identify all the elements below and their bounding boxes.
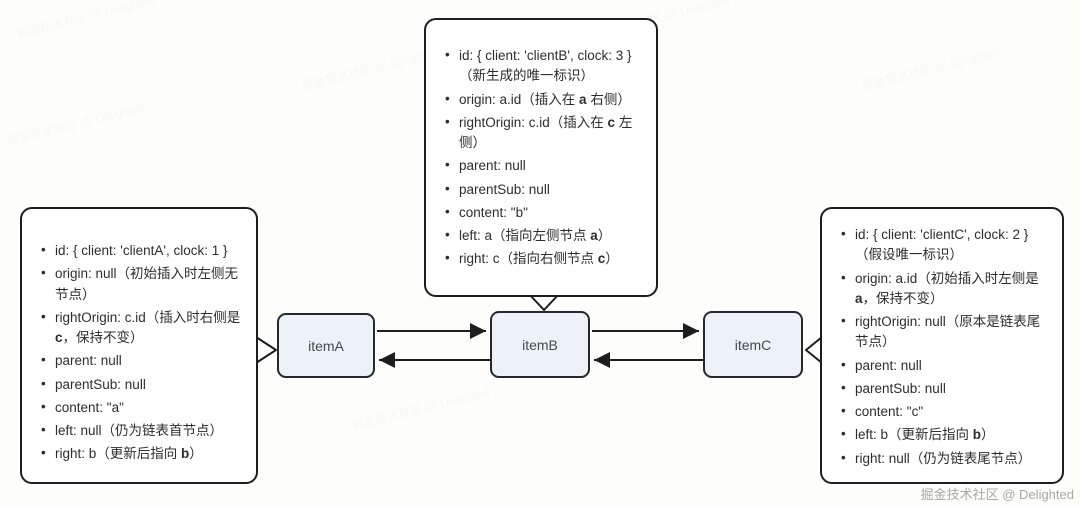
property-item: rightOrigin: c.id（插入在 c 左侧） — [444, 112, 642, 154]
property-item: parentSub: null — [444, 178, 642, 200]
property-item: left: null（仍为链表首节点） — [40, 420, 244, 441]
property-item: content: "c" — [840, 401, 1050, 422]
property-item: right: null（仍为链表尾节点） — [840, 447, 1050, 469]
watermark-faint: 掘金技术社区 @ Delighted — [350, 385, 492, 433]
node-itemB: itemB — [490, 311, 590, 378]
watermark-faint: 掘金技术社区 @ Delighted — [5, 100, 147, 148]
property-item: origin: a.id（插入在 a 右侧） — [444, 88, 642, 110]
node-label: itemB — [522, 336, 558, 353]
property-item: parent: null — [840, 354, 1050, 376]
property-item: parentSub: null — [40, 373, 244, 395]
node-itemA: itemA — [277, 313, 375, 378]
callout-itemA-details: id: { client: 'clientA', clock: 1 }origi… — [20, 207, 258, 484]
property-list: id: { client: 'clientA', clock: 1 }origi… — [40, 240, 244, 465]
property-list: id: { client: 'clientB', clock: 3 }（新生成的… — [444, 45, 642, 270]
property-item: parent: null — [40, 350, 244, 371]
property-list: id: { client: 'clientC', clock: 2 }（假设唯一… — [840, 224, 1050, 469]
watermark-faint: 掘金技术社区 @ Delighted — [15, 0, 157, 41]
property-item: rightOrigin: c.id（插入时右侧是 c，保持不变） — [40, 307, 244, 349]
node-label: itemC — [734, 336, 772, 353]
property-item: id: { client: 'clientA', clock: 1 } — [40, 240, 244, 261]
property-item: origin: a.id（初始插入时左侧是 a，保持不变） — [840, 268, 1050, 310]
callout-tail-left — [255, 336, 277, 364]
property-item: origin: null（初始插入时左侧无节点） — [40, 263, 244, 305]
node-label: itemA — [308, 337, 344, 354]
watermark-credit: 掘金技术社区 @ Delighted — [920, 487, 1074, 502]
property-item: right: b（更新后指向 b） — [40, 443, 244, 464]
callout-itemB-details: id: { client: 'clientB', clock: 3 }（新生成的… — [424, 18, 658, 297]
property-item: left: b（更新后指向 b） — [840, 424, 1050, 445]
watermark-faint: 掘金技术社区 @ Delighted — [300, 45, 442, 93]
property-item: parentSub: null — [840, 378, 1050, 399]
property-item: rightOrigin: null（原本是链表尾节点） — [840, 311, 1050, 353]
node-itemC: itemC — [703, 311, 803, 378]
property-item: left: a（指向左侧节点 a） — [444, 225, 642, 246]
property-item: id: { client: 'clientC', clock: 2 }（假设唯一… — [840, 224, 1050, 266]
property-item: content: "a" — [40, 397, 244, 418]
callout-itemC-details: id: { client: 'clientC', clock: 2 }（假设唯一… — [820, 207, 1064, 484]
property-item: parent: null — [444, 155, 642, 176]
watermark-faint: 掘金技术社区 @ Delighted — [860, 45, 1002, 93]
property-item: content: "b" — [444, 202, 642, 223]
property-item: id: { client: 'clientB', clock: 3 }（新生成的… — [444, 45, 642, 87]
property-item: right: c（指向右侧节点 c） — [444, 248, 642, 269]
